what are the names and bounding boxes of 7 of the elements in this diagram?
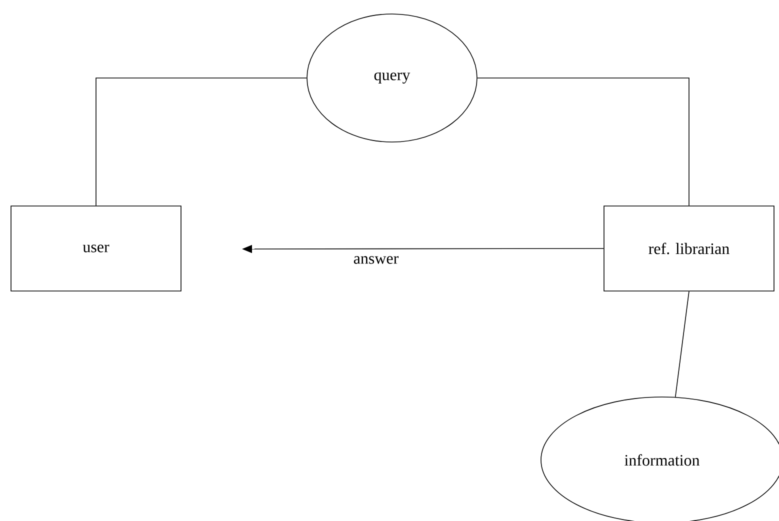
process-box: user bbox=[10, 206, 182, 292]
connector bbox=[96, 78, 307, 206]
connector bbox=[477, 78, 690, 206]
process-box: ref. librarian bbox=[604, 206, 774, 292]
ellipse-node: query bbox=[306, 14, 478, 142]
connector bbox=[675, 291, 690, 398]
edge-label: answer bbox=[352, 255, 400, 265]
